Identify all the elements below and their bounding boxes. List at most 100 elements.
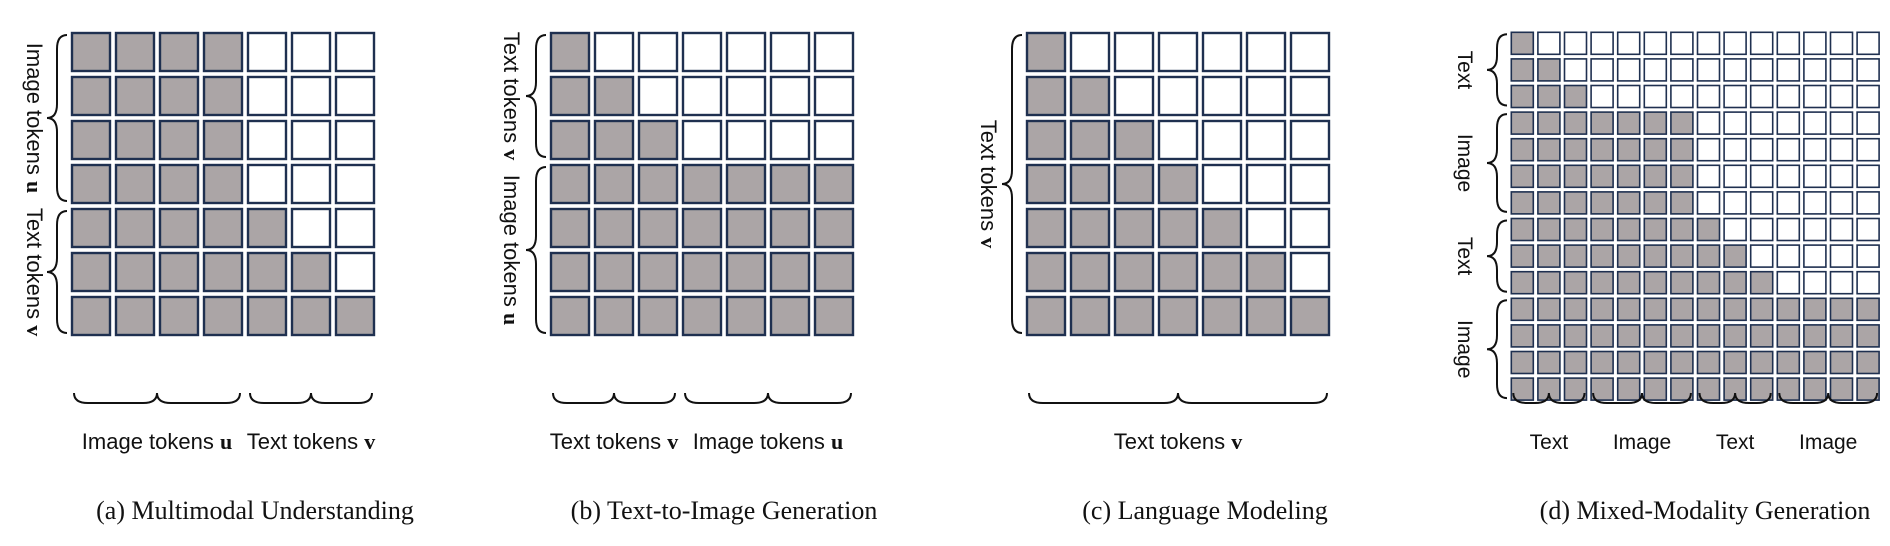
attention-cell-visible — [549, 31, 591, 73]
attention-cell-visible — [1616, 191, 1641, 215]
attention-cell-masked — [769, 119, 811, 161]
attention-cell-visible — [1616, 324, 1641, 348]
attention-cell-masked — [1776, 58, 1801, 82]
row-group-label: Text tokens v — [976, 120, 1001, 248]
attention-cell-masked — [1616, 84, 1641, 109]
attention-cell-masked — [1723, 191, 1747, 215]
column-group-label: Text — [1530, 431, 1569, 454]
attention-cell-masked — [1616, 31, 1641, 56]
attention-cell-visible — [1670, 297, 1694, 322]
attention-cell-visible — [1749, 297, 1774, 322]
attention-cell-visible — [202, 251, 244, 293]
column-group-brace — [552, 392, 676, 404]
attention-cell-visible — [1563, 350, 1588, 375]
attention-cell-visible — [246, 207, 288, 249]
attention-cell-visible — [1616, 164, 1641, 189]
attention-cell-visible — [637, 295, 679, 337]
attention-cell-visible — [1616, 377, 1641, 401]
attention-cell-masked — [1829, 137, 1854, 162]
attention-cell-visible — [681, 163, 723, 205]
attention-cell-visible — [1201, 251, 1243, 293]
attention-cell-masked — [1776, 244, 1801, 268]
attention-cell-visible — [158, 31, 200, 73]
attention-cell-visible — [1069, 75, 1111, 117]
attention-cell-masked — [637, 31, 679, 73]
attention-cell-visible — [1723, 244, 1747, 268]
attention-cell-visible — [1537, 270, 1561, 295]
attention-cell-visible — [1856, 324, 1880, 348]
attention-cell-masked — [1245, 119, 1287, 161]
attention-cell-visible — [1563, 324, 1588, 348]
attention-cell-visible — [1643, 270, 1668, 295]
attention-cell-visible — [1643, 324, 1668, 348]
attention-cell-visible — [1563, 164, 1588, 189]
attention-cell-visible — [769, 251, 811, 293]
attention-cell-visible — [1643, 191, 1668, 215]
attention-cell-visible — [1670, 137, 1694, 162]
attention-cell-visible — [1510, 191, 1535, 215]
attention-cell-visible — [1803, 377, 1827, 401]
row-group-label: Text tokens v — [499, 32, 524, 160]
column-group-label: Text — [1716, 431, 1755, 454]
column-group-label: Image tokens u — [693, 429, 843, 454]
attention-cell-visible — [290, 295, 332, 337]
attention-cell-visible — [593, 207, 635, 249]
column-group-brace — [684, 392, 852, 404]
attention-cell-visible — [1563, 270, 1588, 295]
attention-cell-masked — [1803, 84, 1827, 109]
attention-cell-masked — [1670, 84, 1694, 109]
attention-cell-visible — [1829, 377, 1854, 401]
attention-cell-visible — [1723, 350, 1747, 375]
attention-cell-visible — [1643, 217, 1668, 242]
attention-cell-visible — [1803, 297, 1827, 322]
attention-cell-masked — [1776, 191, 1801, 215]
attention-cell-visible — [1510, 111, 1535, 135]
attention-cell-visible — [1643, 350, 1668, 375]
attention-cell-visible — [1590, 137, 1614, 162]
attention-cell-masked — [1696, 84, 1721, 109]
attention-cell-masked — [334, 119, 376, 161]
panel-text-to-image-generation: Text tokens v Image tokens u Text tokens v… — [499, 31, 877, 525]
attention-cell-visible — [1537, 58, 1561, 82]
attention-cell-masked — [1749, 31, 1774, 56]
attention-cell-visible — [334, 295, 376, 337]
attention-cell-visible — [1776, 377, 1801, 401]
attention-cell-visible — [1696, 244, 1721, 268]
attention-cell-visible — [1537, 350, 1561, 375]
attention-cell-visible — [1856, 350, 1880, 375]
attention-cell-visible — [1749, 350, 1774, 375]
attention-cell-visible — [1245, 295, 1287, 337]
attention-cell-masked — [1749, 244, 1774, 268]
attention-cell-visible — [1537, 244, 1561, 268]
attention-cell-visible — [1563, 244, 1588, 268]
attention-cell-masked — [1803, 191, 1827, 215]
attention-cell-masked — [1616, 58, 1641, 82]
attention-cell-visible — [593, 295, 635, 337]
attention-cell-masked — [1069, 31, 1111, 73]
attention-cell-masked — [1723, 217, 1747, 242]
attention-cell-masked — [1643, 58, 1668, 82]
attention-cell-visible — [1157, 295, 1199, 337]
attention-cell-visible — [1616, 137, 1641, 162]
attention-cell-visible — [1670, 111, 1694, 135]
attention-cell-visible — [1670, 164, 1694, 189]
attention-cell-masked — [681, 31, 723, 73]
attention-cell-masked — [1723, 84, 1747, 109]
attention-cell-visible — [1616, 244, 1641, 268]
attention-cell-visible — [1537, 217, 1561, 242]
attention-cell-masked — [769, 75, 811, 117]
attention-cell-visible — [1616, 297, 1641, 322]
attention-cell-visible — [1643, 244, 1668, 268]
attention-cell-visible — [1563, 217, 1588, 242]
attention-cell-visible — [1069, 163, 1111, 205]
attention-cell-masked — [1289, 31, 1331, 73]
attention-cell-visible — [1670, 244, 1694, 268]
attention-cell-masked — [1201, 163, 1243, 205]
attention-cell-visible — [1749, 324, 1774, 348]
attention-cell-visible — [114, 251, 156, 293]
row-group-brace — [1486, 219, 1508, 293]
attention-cell-visible — [1803, 324, 1827, 348]
column-group-label: Text tokens v — [550, 429, 678, 454]
